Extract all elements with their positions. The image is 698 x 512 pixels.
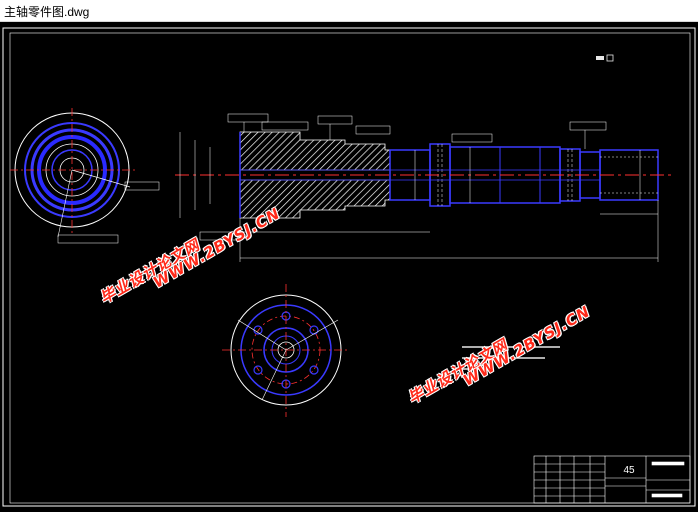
title-block [533,455,691,504]
shaft-side-view [175,131,675,219]
technical-notes [462,346,560,370]
end-view-left [10,108,160,244]
inner-frame [9,32,691,504]
material-label: 45 [623,465,635,476]
flange-view [222,284,350,417]
window-title: 主轴零件图.dwg [4,5,90,19]
title-bar: 主轴零件图.dwg [0,0,698,22]
dimension-lines [179,113,659,262]
top-right-note [596,54,614,62]
cad-drawing-canvas[interactable]: 45 毕业设计论文网 WWW.2BYSJ.CN 毕业设计论文网 WWW.2BYS… [0,22,698,512]
drawing-frame [2,27,696,507]
drawing-svg: 45 [2,27,696,507]
